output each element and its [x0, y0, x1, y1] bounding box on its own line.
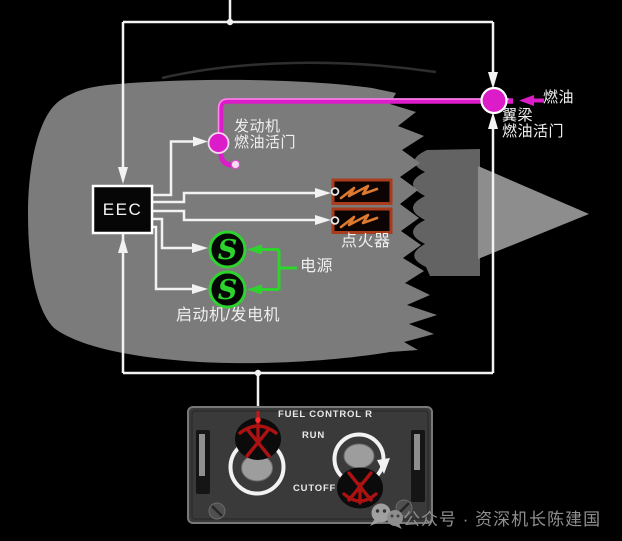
spar-fuel-valve — [480, 86, 508, 115]
engine-inlet-line — [161, 61, 437, 80]
wechat-bubble-large — [371, 503, 391, 523]
fuel-line — [207, 86, 544, 170]
arrow-into-igniter-2 — [315, 215, 331, 225]
panel-rail-right — [411, 430, 425, 502]
engine-fuel-valve-label-line2: 燃油活门 — [234, 134, 297, 151]
arrow-power-2 — [247, 284, 262, 295]
power-supply-wiring — [259, 248, 297, 291]
arrow-power-1 — [247, 244, 262, 255]
run-position-label: RUN — [302, 430, 325, 441]
screw-slot — [398, 502, 410, 514]
watermark-text: 公众号 · 资深机长陈建国 — [403, 510, 602, 529]
fuel-inlet-arrow — [519, 95, 534, 106]
knob-red-grip — [342, 471, 378, 505]
engine-exhaust-cone — [478, 166, 589, 259]
starter-generator-label: 启动机/发电机 — [176, 307, 280, 324]
screw-slot — [211, 505, 223, 517]
igniter-1-terminal — [330, 187, 340, 196]
wire-starter-1 — [152, 217, 193, 250]
arrow-into-spar-valve-bottom — [488, 112, 498, 129]
igniter-1 — [330, 178, 393, 205]
fuel-control-switch-run[interactable] — [228, 418, 286, 496]
wechat-eye — [390, 514, 394, 518]
igniter-2-terminal — [330, 216, 340, 225]
fuel-control-panel — [187, 406, 433, 524]
panel-title: FUEL CONTROL R — [278, 409, 373, 420]
starter-2-symbol: S — [218, 275, 238, 306]
eec-wiring — [121, 0, 495, 412]
fuel-line-end-dot — [230, 159, 241, 170]
wire-igniter-2 — [152, 209, 317, 222]
junction-dot-top — [226, 18, 234, 26]
igniter-2-body — [331, 207, 393, 234]
cutoff-position-label: CUTOFF — [293, 483, 337, 494]
arrow-into-spar-valve-top — [488, 72, 498, 89]
arrow-into-igniter-1 — [315, 188, 331, 198]
wire-engine-valve — [152, 140, 195, 197]
arrow-into-starter-1 — [192, 243, 208, 253]
starter-2-circle — [208, 270, 247, 309]
wire-igniter-1 — [152, 191, 317, 204]
spar-fuel-valve-label-line2: 燃油活门 — [502, 123, 565, 140]
arrow-into-eec-top — [118, 167, 128, 184]
engine-turbine-section — [413, 149, 480, 276]
igniter-2 — [330, 207, 393, 234]
fuel-control-switch-cutoff[interactable] — [332, 432, 391, 509]
switch-feed-dot — [255, 417, 261, 423]
spark-icon — [339, 184, 379, 200]
wechat-eye — [375, 509, 380, 513]
arrow-into-starter-2 — [192, 284, 208, 294]
panel-rail-left — [196, 430, 210, 494]
starter-generator-2: S — [208, 270, 247, 309]
spar-fuel-valve-label: 翼梁 燃油活门 — [502, 108, 564, 140]
engine-silhouette — [28, 61, 589, 364]
wechat-bubble-small-tail — [393, 524, 402, 529]
panel-bevel — [191, 410, 429, 520]
panel-body — [187, 406, 433, 524]
engine-fuel-valve-label: 发动机 燃油活门 — [234, 119, 296, 151]
fuel-line-main — [217, 98, 513, 134]
rail-bar — [414, 434, 420, 470]
wire-arrowheads — [118, 18, 498, 377]
wechat-eye — [396, 514, 400, 518]
igniter-1-body — [331, 178, 393, 205]
arrow-into-eec-bottom — [118, 236, 128, 253]
engine-nacelle — [28, 79, 437, 364]
wechat-bubble-large-tail — [370, 520, 379, 526]
engine-fuel-valve-label-line1: 发动机 — [234, 118, 281, 135]
starter-generator-1: S — [208, 230, 247, 269]
switch-shaft — [343, 443, 375, 469]
rotate-arrowhead — [377, 458, 390, 474]
wechat-icon — [370, 503, 403, 529]
engine-fuel-valve — [207, 132, 230, 154]
power-label: 电源 — [300, 258, 334, 275]
arrow-into-engine-valve — [193, 136, 208, 147]
knob-red-grip — [238, 421, 278, 458]
starter-1-symbol: S — [218, 235, 238, 266]
igniter-label: 点火器 — [341, 233, 391, 250]
spar-fuel-valve-label-line1: 翼梁 — [502, 107, 534, 124]
screw-bottom-left — [208, 502, 226, 520]
wechat-eye — [382, 509, 387, 513]
junction-dot-bottom — [254, 369, 262, 377]
wire-starter-2 — [152, 225, 193, 291]
spark-icon — [339, 213, 379, 229]
eec-label: EEC — [102, 199, 143, 219]
rail-bar — [199, 434, 205, 476]
eec-box — [91, 184, 154, 235]
fuel-line-highlight — [217, 98, 509, 133]
wechat-bubble-small — [387, 510, 403, 526]
power-arrowheads — [247, 244, 262, 295]
fuel-label: 燃油 — [543, 89, 575, 106]
starter-1-circle — [208, 230, 247, 269]
